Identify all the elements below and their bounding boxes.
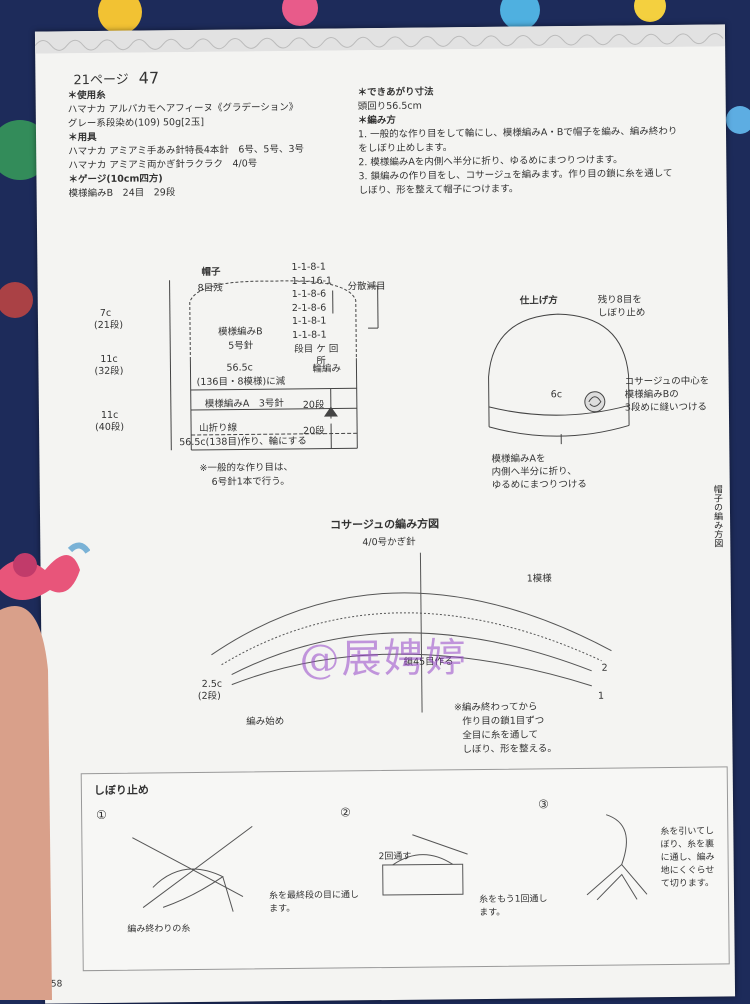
gather-step-2-illustration	[372, 824, 483, 905]
corsage-height-rows: (2段)	[198, 690, 221, 704]
gather-step-2-caption: 糸をもう1回通します。	[479, 893, 549, 920]
round-knit-label: 輪編み	[312, 362, 341, 376]
corsage-note-2: 模様編みBの	[625, 388, 679, 402]
needle-b-label: 5号針	[228, 339, 253, 353]
gather-step-2-label: 2回通す	[379, 851, 412, 864]
size-header: ＊できあがり寸法	[358, 85, 434, 99]
hat-finish-illustration	[468, 305, 650, 457]
size-line-1: 頭回り56.5cm	[358, 100, 422, 114]
yarn-line-1: ハマナカ アルパカモヘアフィーヌ《グラデーション》	[68, 101, 299, 117]
corsage-note-3: 3段めに縫いつける	[625, 401, 707, 415]
corsage-row-2: 2	[602, 662, 608, 676]
decrease-row: 1-1-8-1	[291, 261, 332, 275]
gather-title: しぼり止め	[94, 781, 149, 798]
corsage-hook: 4/0号かぎ針	[362, 536, 415, 550]
finish-title: 仕上げ方	[520, 294, 558, 308]
corsage-repeat: 1模様	[527, 572, 552, 586]
tools-header: ＊用具	[68, 131, 97, 145]
brim-note-1: 模様編みAを	[491, 452, 545, 466]
corsage-title: コサージュの編み方図	[330, 517, 439, 532]
corsage-note-c: 全目に糸を通して	[462, 728, 538, 742]
gather-step-1-caption: 糸を最終段の目に通します。	[269, 889, 359, 916]
corsage-note-b: 作り目の鎖1目ずつ	[462, 714, 544, 728]
mid-width: 56.5c	[226, 361, 253, 375]
page-ref-number: 47	[139, 68, 160, 87]
method-header: ＊編み方	[358, 114, 396, 128]
tools-line-2: ハマナカ アミアミ両かぎ針ラクラク 4/0号	[68, 157, 257, 172]
hat-note-1: ※一般的な作り目は、	[199, 461, 293, 475]
corsage-note-d: しぼり、形を整える。	[462, 742, 556, 756]
method-step-1: 1. 一般的な作り目をして輪にし、模様編みA・Bで帽子を編み、編み終わりをしぼり…	[358, 125, 678, 155]
gather-step-2-number: ②	[340, 805, 351, 819]
hat-top-stitches: 8目残	[198, 282, 223, 296]
corsage-row-1: 1	[598, 690, 604, 704]
decrease-row: 1-1-8-1	[292, 328, 333, 342]
corsage-note-a: ※編み終わってから	[454, 700, 538, 714]
gather-instructions-box: しぼり止め ① 編み終わりの糸 糸を最終段の目に通します。 ② 2回通す 糸をも…	[81, 766, 730, 971]
decrease-row: 1-1-8-1	[292, 315, 333, 329]
rows-upper: 20段	[303, 399, 325, 413]
body-rows: (32段)	[94, 365, 123, 379]
finish-top-note-2: しぼり止め	[598, 306, 646, 320]
gather-step-1-illustration	[122, 816, 263, 917]
rows-lower: 20段	[303, 425, 325, 439]
hat-note-2: 6号針1本で行う。	[212, 475, 290, 489]
gather-step-1-number: ①	[96, 808, 107, 822]
page-reference: 21ページ 47	[73, 68, 159, 88]
page-ref-label: 21ページ	[73, 73, 128, 89]
corsage-start: 編み始め	[246, 715, 284, 729]
pattern-a-label: 模様編みA 3号針	[205, 397, 284, 411]
corsage-size: 6c	[551, 388, 562, 402]
hand-overlay	[0, 480, 90, 1000]
finish-top-note-1: 残り8目を	[598, 293, 642, 307]
gather-step-3-illustration	[566, 804, 657, 915]
gauge-line-1: 模様編みB 24目 29段	[69, 186, 176, 201]
hat-title: 帽子	[201, 266, 220, 280]
crown-rows: (21段)	[94, 319, 123, 333]
gather-step-1-label: 編み終わりの糸	[127, 923, 190, 937]
decrease-table: 1-1-8-1 1-1-16-1 1-1-8-6 2-1-8-6 1-1-8-1…	[291, 261, 332, 342]
decrease-row: 1-1-8-6	[292, 288, 333, 302]
decrease-label: 分散減目	[348, 280, 386, 294]
pattern-b-label: 模様編みB	[218, 325, 263, 339]
method-step-3: 3. 鎖編みの作り目をし、コサージュを編みます。作り目の鎖に糸を通してしぼり、形…	[358, 167, 678, 197]
yarn-header: ＊使用糸	[68, 89, 106, 103]
gauge-header: ＊ゲージ(10cm四方)	[68, 172, 162, 186]
tools-line-1: ハマナカ アミアミ手あみ針特長4本針 6号、5号、3号	[68, 143, 304, 159]
brim-note-3: ゆるめにまつりつける	[492, 478, 587, 492]
mid-width-detail: (136目・8模様)に減	[197, 375, 286, 389]
side-tab: 帽子の編み方図	[708, 484, 725, 547]
watermark: @展娉婷	[299, 625, 468, 685]
fold-line-label: 山折り線	[199, 422, 237, 436]
brim-rows: (40段)	[95, 421, 124, 435]
gather-step-3-caption: 糸を引いてしぼり、糸を裏に通し、編み地にくぐらせて切ります。	[660, 826, 721, 892]
book-page: 21ページ 47 ＊使用糸 ハマナカ アルパカモヘアフィーヌ《グラデーション》 グ…	[35, 24, 735, 1003]
decrease-row: 2-1-8-6	[292, 301, 333, 315]
cast-on-label: 56.5c(138目)作り、輪にする	[179, 435, 307, 450]
decrease-row: 1-1-16-1	[291, 274, 332, 288]
corsage-note-1: コサージュの中心を	[625, 375, 710, 389]
gather-step-3-number: ③	[538, 797, 549, 811]
yarn-line-2: グレー系段染め(109) 50g[2玉]	[68, 116, 204, 131]
